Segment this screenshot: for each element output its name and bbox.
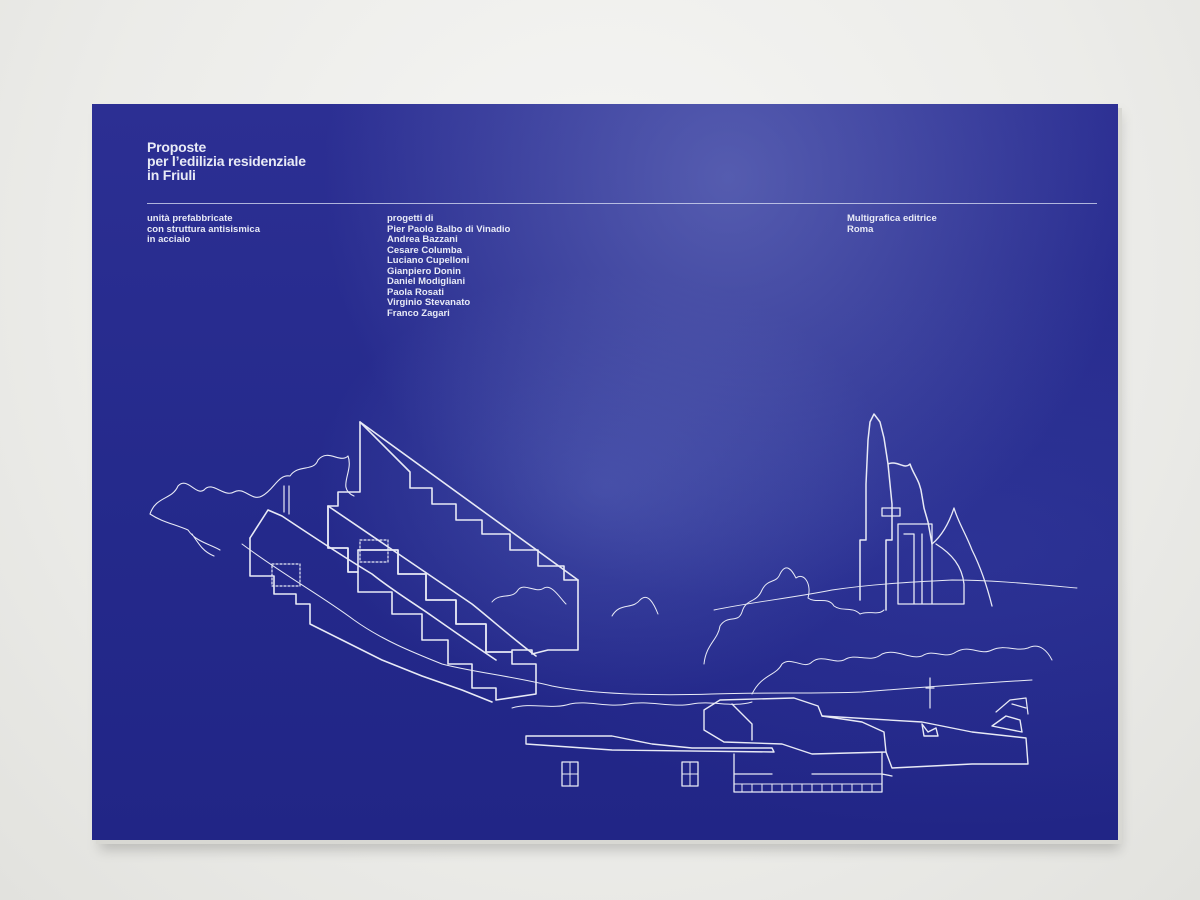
cover-publisher: Multigrafica editrice Roma bbox=[847, 214, 937, 235]
foreground-roof-right bbox=[821, 715, 1029, 769]
foreground-hedge bbox=[511, 701, 753, 709]
terraced-building-back-roofline bbox=[359, 421, 579, 581]
bell-tower bbox=[859, 413, 933, 611]
author-name: Franco Zagari bbox=[387, 307, 450, 319]
distant-ridge bbox=[713, 579, 1078, 611]
author-name: Daniel Modigliani bbox=[387, 276, 466, 287]
church-roof bbox=[931, 507, 993, 607]
publisher-line: Roma bbox=[847, 223, 874, 235]
author-name: Pier Paolo Balbo di Vinadio bbox=[387, 223, 511, 235]
title-line: Proposte bbox=[147, 139, 207, 155]
cover-authors: progetti di Pier Paolo Balbo di Vinadio … bbox=[387, 214, 510, 319]
author-name: Andrea Bazzani bbox=[387, 234, 458, 245]
title-divider bbox=[147, 203, 1097, 204]
book-cover: Proposte per l’edilizia residenziale in … bbox=[92, 104, 1118, 840]
title-line: in Friuli bbox=[147, 167, 196, 183]
foreground-wall bbox=[733, 751, 893, 793]
window-mullion bbox=[681, 761, 699, 787]
subtitle-line: unità prefabbricate bbox=[147, 213, 233, 224]
antenna bbox=[925, 677, 935, 709]
hillside-vegetation bbox=[149, 454, 355, 557]
author-name: Gianpiero Donin bbox=[387, 265, 461, 277]
railing bbox=[733, 783, 883, 793]
cover-title: Proposte per l’edilizia residenziale in … bbox=[147, 140, 306, 182]
authors-heading: progetti di bbox=[387, 213, 434, 224]
bushes bbox=[491, 567, 1053, 695]
foreground-roof-left bbox=[525, 735, 775, 753]
author-name: Luciano Cupelloni bbox=[387, 255, 470, 266]
architectural-line-drawing bbox=[149, 413, 1078, 793]
subtitle-line: con struttura antisismica bbox=[147, 223, 260, 235]
terraced-building-front bbox=[249, 537, 493, 703]
cover-subtitle: unità prefabbricate con struttura antisi… bbox=[147, 214, 260, 246]
chimney bbox=[283, 485, 290, 515]
terrace-planter bbox=[359, 539, 389, 563]
subtitle-line: in acciaio bbox=[147, 234, 191, 245]
terraced-building-front-roof bbox=[249, 509, 497, 661]
terraced-building-middle bbox=[327, 505, 537, 701]
publisher-line: Multigrafica editrice bbox=[847, 213, 937, 224]
terraced-building-middle-roofline bbox=[327, 505, 537, 657]
foreground-roof-middle bbox=[703, 697, 887, 755]
hillside-slope bbox=[241, 543, 1033, 696]
bell-tower-detail bbox=[881, 507, 965, 605]
author-name: Paola Rosati bbox=[387, 286, 445, 298]
window-mullion bbox=[561, 761, 579, 787]
terraced-building-back bbox=[327, 421, 579, 655]
roof-right-edge bbox=[995, 697, 1029, 715]
author-name: Cesare Columba bbox=[387, 244, 462, 256]
author-name: Virginio Stevanato bbox=[387, 297, 471, 308]
title-line: per l’edilizia residenziale bbox=[147, 153, 306, 169]
terrace-planter bbox=[271, 563, 301, 587]
